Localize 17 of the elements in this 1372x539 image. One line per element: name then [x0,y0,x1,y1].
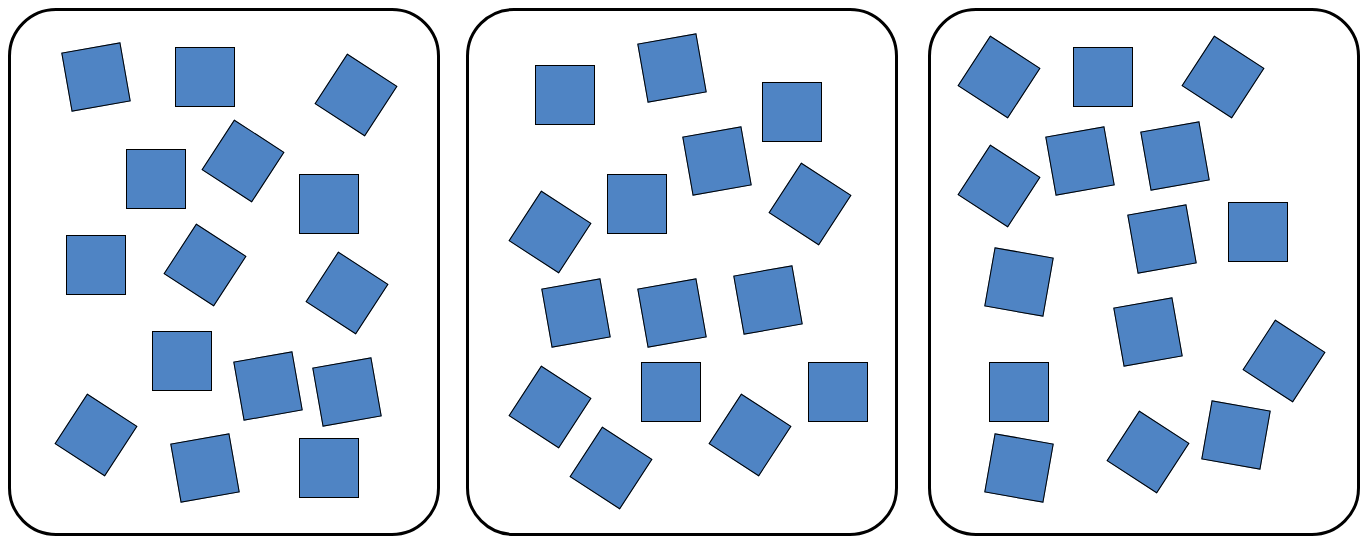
square-tile [989,362,1049,422]
rounded-panel [466,8,898,536]
square-tile [535,65,595,125]
square-tile [299,438,359,498]
square-tile [808,362,868,422]
square-tile [175,47,235,107]
square-tile [762,82,822,142]
rounded-panel [928,8,1360,536]
square-tile [1073,47,1133,107]
square-tile [299,174,359,234]
square-tile [641,362,701,422]
square-tile [152,331,212,391]
square-tile [66,235,126,295]
square-tile [126,149,186,209]
square-tile [1228,202,1288,262]
rounded-panel [8,8,440,536]
square-tile [607,174,667,234]
